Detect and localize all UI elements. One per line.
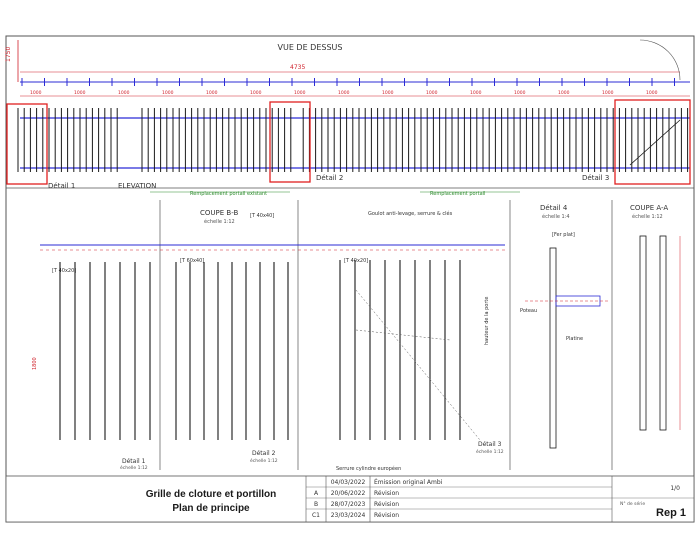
coupe-bb-scale: échelle 1:12	[204, 218, 235, 225]
bay-dim: 1000	[382, 90, 394, 96]
detail1-label: Détail 1	[48, 182, 75, 190]
gate-swing-arc	[639, 39, 681, 81]
plan-posts	[21, 78, 675, 86]
detail1-bottom-scale: échelle 1:12	[120, 464, 148, 471]
plan-top-label: VUE DE DESSUS	[278, 43, 343, 52]
coupe-aa-scale: échelle 1:12	[632, 213, 663, 220]
bay-dim: 1000	[514, 90, 526, 96]
callout-fer-plat: [Fer plat]	[552, 232, 575, 238]
rev2-rev: B	[314, 501, 318, 508]
bay-dim: 1000	[30, 90, 42, 96]
callout-poteau: Poteau	[520, 308, 537, 314]
detail4-scale: échelle 1:4	[542, 213, 570, 220]
rev1-rev: A	[314, 490, 319, 497]
callout-pivot: Goulot anti-levage, serrure & clés	[368, 210, 453, 217]
title-line1: Grille de cloture et portillon	[146, 489, 277, 500]
gate-detail-bars	[339, 260, 461, 440]
pointer-line-1	[355, 289, 481, 441]
bay-dim: 1000	[162, 90, 174, 96]
detail2-bars	[175, 262, 289, 440]
bay-dim: 1000	[338, 90, 350, 96]
detail2-bottom-scale: échelle 1:12	[250, 457, 278, 464]
bay-dim: 1000	[426, 90, 438, 96]
bay-dim: 1000	[558, 90, 570, 96]
rev0-date: 04/03/2022	[331, 479, 366, 486]
callout-platine: Platine	[566, 336, 583, 342]
title-line2: Plan de principe	[172, 503, 250, 514]
bay-dim: 1000	[74, 90, 86, 96]
detail3-bottom-scale: échelle 1:12	[476, 448, 504, 455]
bay-dim: 1000	[118, 90, 130, 96]
rev3-desc: Révision	[374, 512, 399, 519]
callout-tube-60x40: [T 60x40]	[180, 258, 204, 264]
detail3-frame	[614, 99, 691, 185]
detail4-title: Détail 4	[540, 204, 568, 212]
detail3-bottom-label: Détail 3	[478, 441, 502, 448]
rev0-desc: Émission original Ambi	[374, 478, 443, 486]
callout-vertical-dim: 1800	[32, 357, 38, 370]
bay-dim: 1000	[250, 90, 262, 96]
detail2-label: Détail 2	[316, 174, 343, 182]
ref-number: Rep 1	[656, 507, 686, 519]
bay-dim: 1000	[602, 90, 614, 96]
bay-dim: 1000	[294, 90, 306, 96]
gate-brace	[629, 119, 681, 166]
detail2-bottom-label: Détail 2	[252, 450, 276, 457]
rev2-desc: Révision	[374, 501, 399, 508]
elevation-label: ELEVATION	[118, 182, 156, 190]
detail2-frame	[269, 101, 311, 183]
bay-dim: 1000	[206, 90, 218, 96]
detail4-post	[525, 247, 610, 449]
bay-dim: 1000	[646, 90, 658, 96]
callout-tube-40x40: [T 40x40]	[250, 213, 274, 219]
ref-label: N° de série	[620, 500, 645, 507]
detail1-frame	[6, 103, 48, 185]
coupe-aa-title: COUPE A-A	[630, 204, 668, 212]
left-dim: 1750	[5, 47, 12, 62]
detail-dividers	[159, 200, 613, 470]
title-block: Grille de cloture et portillon Plan de p…	[5, 475, 695, 523]
rev3-date: 23/03/2024	[331, 512, 366, 519]
bay-dim: 1000	[470, 90, 482, 96]
coupe-bb-title: COUPE B-B	[200, 209, 238, 217]
rev1-date: 20/06/2022	[331, 490, 366, 497]
bottom-dim-right: Remplacement portail	[430, 191, 485, 197]
callout-serrure: Serrure cylindre européen	[336, 465, 401, 472]
rev3-rev: C1	[312, 512, 320, 519]
overall-dim: 4735	[290, 64, 305, 71]
detail1-bottom-label: Détail 1	[122, 458, 146, 465]
rev2-date: 28/07/2023	[331, 501, 366, 508]
bottom-dim-left: Remplacement portail existant	[190, 191, 267, 197]
callout-tube-40x20-a: [T 40x20]	[52, 268, 76, 274]
elevation-bars	[17, 108, 689, 172]
detail1-bars	[59, 262, 151, 440]
callout-tube-40x20-b: [T 40x20]	[344, 258, 368, 264]
page-number: 1/0	[670, 485, 680, 492]
coupe-aa-profile	[639, 235, 681, 431]
callout-height: hauteur de la porte	[484, 297, 490, 345]
sheet-border	[5, 35, 695, 523]
detail3-label: Détail 3	[582, 174, 609, 182]
rev1-desc: Révision	[374, 490, 399, 497]
bay-dims: 1000 1000 1000 1000 1000 1000 1000 1000 1000 1000…	[30, 90, 658, 96]
